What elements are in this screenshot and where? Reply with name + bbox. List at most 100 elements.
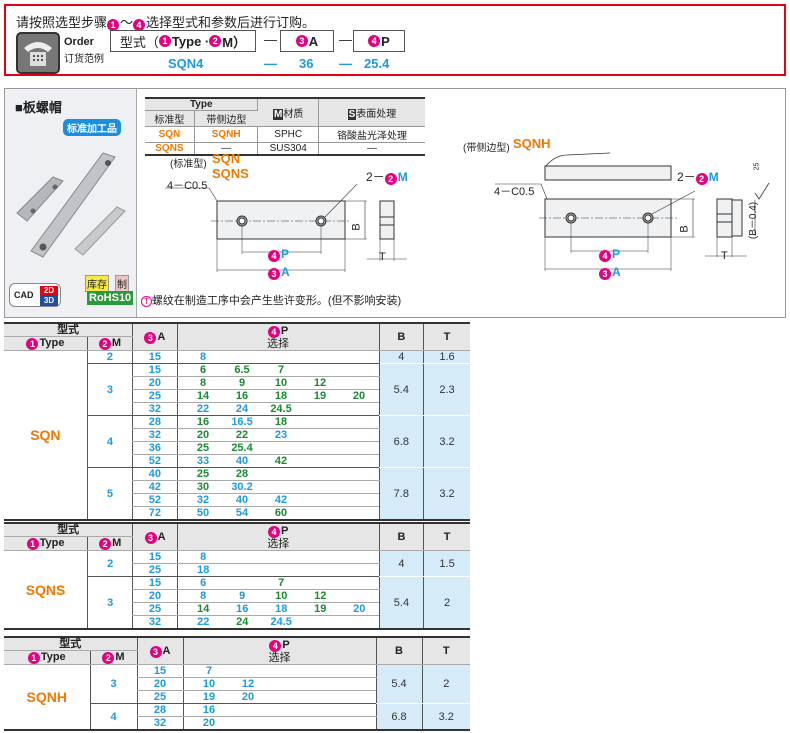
m-cell: 3 (89, 664, 137, 704)
a-cell: 32 (136, 716, 183, 731)
a-cell: 28 (132, 415, 178, 429)
p-value: 12 (241, 678, 255, 690)
a-cell: 32 (132, 615, 178, 630)
cad-label: CAD (14, 290, 34, 300)
a-box-label: A (308, 33, 319, 49)
p-value: 18 (275, 603, 288, 615)
p-value: 30 (196, 481, 210, 493)
m-cell: 4 (86, 415, 133, 468)
example-type: SQN4 (168, 56, 204, 71)
p-value: 24 (236, 616, 249, 628)
a-cell: 25 (136, 690, 183, 704)
a-cell: 28 (136, 703, 183, 717)
spec-side: SQNH (194, 126, 259, 143)
a-cell: 15 (132, 576, 178, 590)
type-cell: SQN (4, 350, 88, 521)
header-model: 型式 (4, 522, 133, 537)
note-text: 螺纹在制造工序中会产生些许变形。(但不影响安装) (151, 295, 402, 307)
p-value: 14 (196, 390, 210, 402)
b-cell: 6.8 (378, 415, 424, 468)
a-cell: 42 (132, 480, 178, 494)
a-cell: 52 (132, 454, 178, 468)
p-cell: 8 (176, 550, 380, 564)
roughness-symbol: 25 (753, 162, 761, 171)
step-3-badge: 3 (144, 531, 157, 544)
cad-badge[interactable]: CAD 2D 3D (9, 283, 61, 307)
stock-badge: 库存 (85, 275, 109, 292)
header-t: T (423, 322, 470, 351)
header-b: B (378, 322, 424, 351)
note-icon: T (141, 296, 152, 307)
b-minus-04-label: (B－0.4) (748, 201, 760, 240)
phone-icon (16, 32, 60, 74)
surface-label: 表面处理 (356, 109, 397, 120)
p-value: 18 (274, 390, 288, 402)
p-value: 16 (202, 704, 216, 716)
p-label: P (281, 524, 289, 537)
t-label: T (379, 251, 386, 263)
p-value: 14 (197, 603, 210, 615)
intro-text: 请按照选型步骤 (16, 15, 108, 30)
dash: — (339, 32, 352, 47)
cad-2d[interactable]: 2D (40, 286, 58, 296)
step-3-badge: 3 (599, 268, 611, 280)
p-value: 22 (235, 429, 249, 441)
header-model: 型式 (4, 636, 137, 651)
dash: — (264, 56, 277, 71)
p-value: 8 (200, 590, 207, 602)
spec-std: SQNS (145, 142, 195, 156)
p-cell: 50 54 60 (176, 506, 380, 521)
spec-surface-header: S表面处理 (318, 97, 425, 127)
b-cell: 4 (378, 550, 424, 577)
p-value: 40 (235, 455, 249, 467)
select-label: 选择 (267, 537, 290, 550)
b-cell: 4 (378, 350, 424, 364)
a-cell: 15 (132, 363, 178, 377)
p-value: 18 (197, 564, 210, 576)
header-t: T (423, 522, 470, 551)
step-1-badge: 1 (107, 19, 120, 31)
a-label: A (162, 644, 171, 657)
p-value: 7 (278, 577, 285, 589)
a-cell: 72 (132, 506, 178, 521)
b-cell: 5.4 (378, 576, 424, 630)
m-label: M (111, 337, 122, 349)
p-value: 42 (274, 494, 288, 506)
step-4-badge: 4 (368, 35, 381, 47)
spec-material: SPHC (257, 126, 319, 143)
a-cell: 52 (132, 493, 178, 507)
p-value: 25.4 (231, 442, 253, 454)
cad-3d[interactable]: 3D (40, 296, 58, 306)
p-value: 60 (274, 507, 288, 519)
p-value: 10 (274, 377, 288, 389)
header-b: B (375, 636, 422, 665)
p-value: 54 (235, 507, 249, 519)
p-value: 12 (313, 377, 327, 389)
m-label: M (708, 170, 719, 184)
p-value: 50 (196, 507, 210, 519)
a-cell: 15 (132, 350, 178, 364)
a-cell: 15 (132, 550, 178, 564)
p-value: 22 (196, 403, 210, 415)
example-a: 36 (299, 56, 314, 71)
header-model: 型式 (4, 322, 133, 337)
